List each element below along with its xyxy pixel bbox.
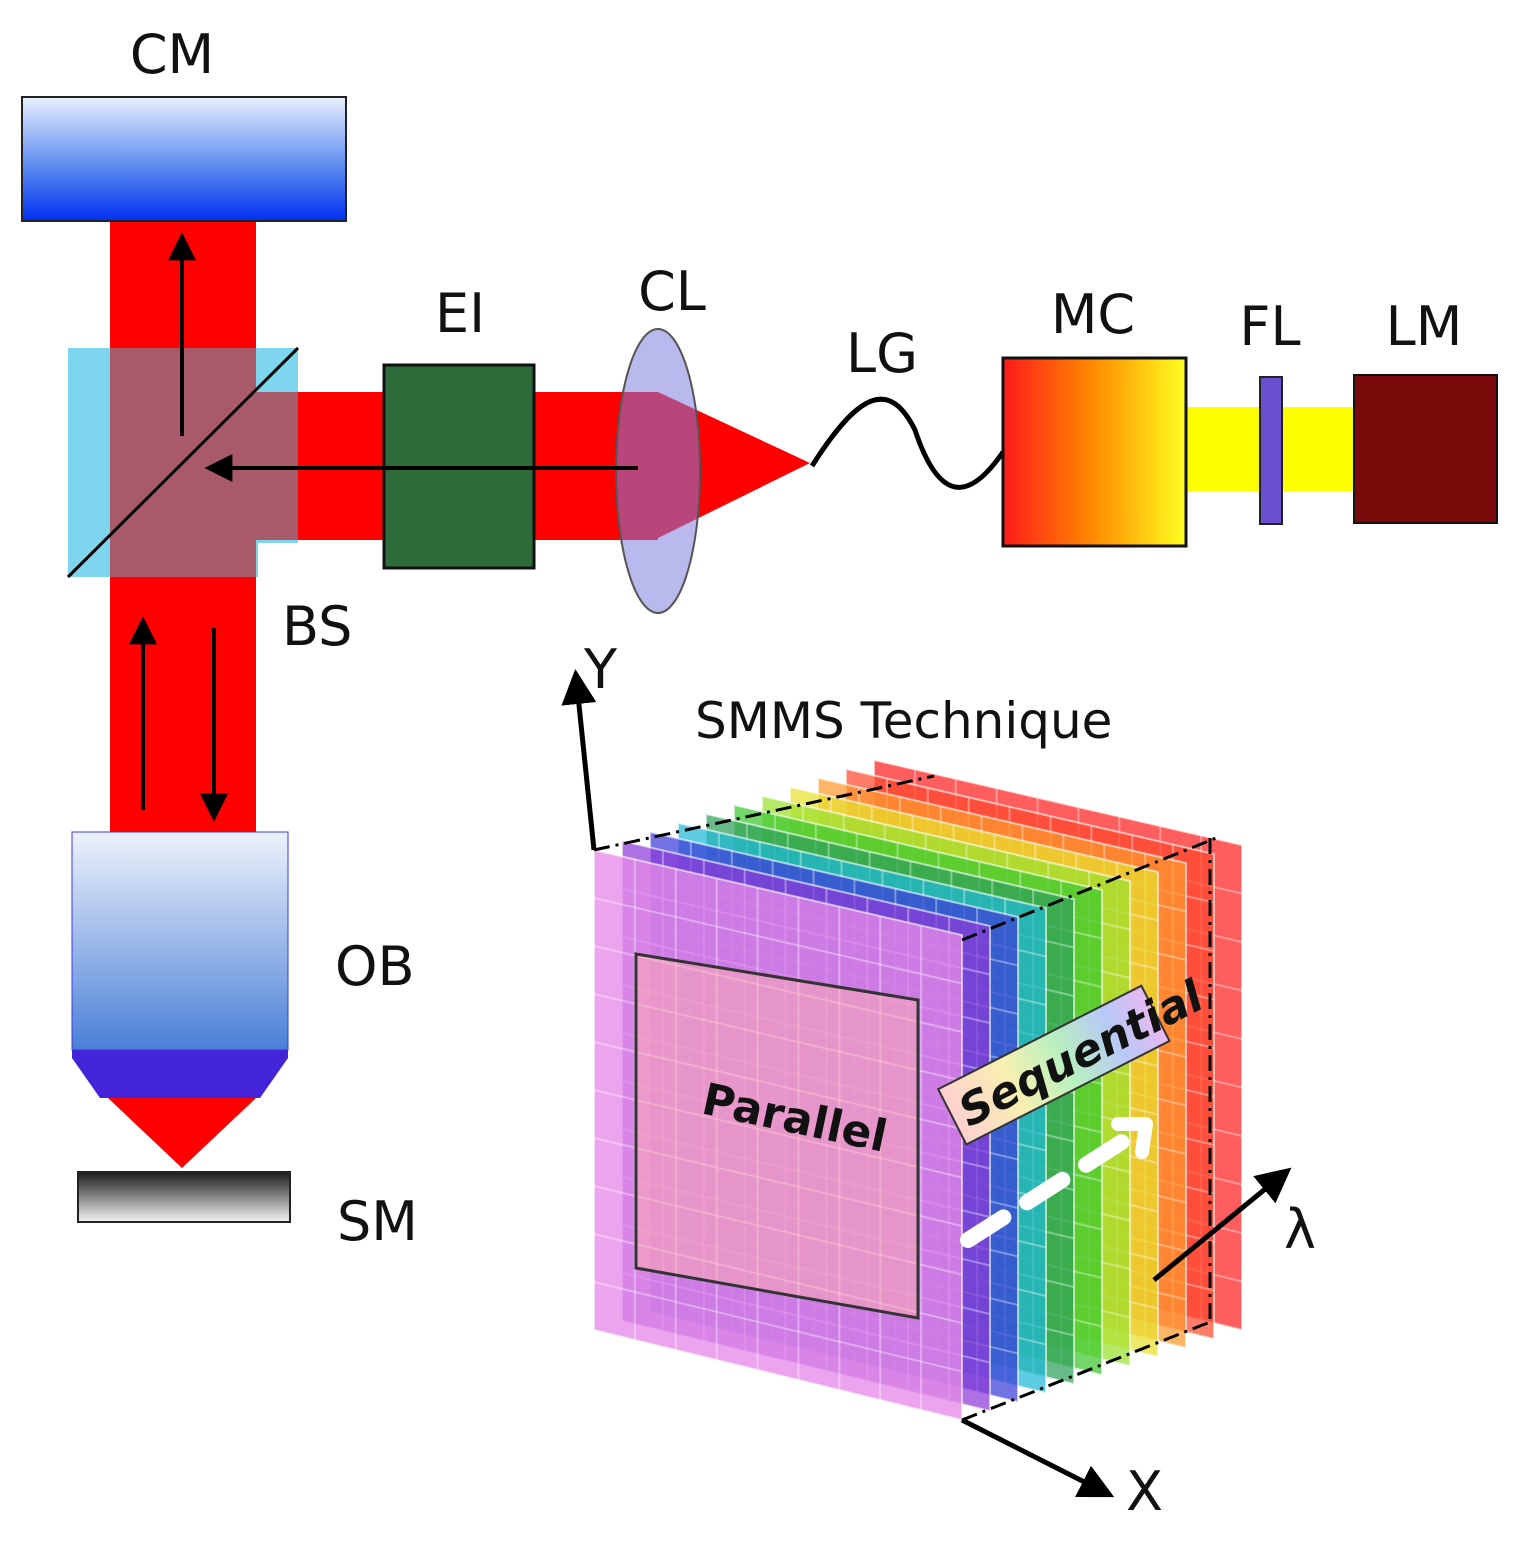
label-cm: CM xyxy=(130,23,214,86)
label-lg: LG xyxy=(846,322,918,385)
label-cl: CL xyxy=(638,260,706,323)
axis-x-arrow xyxy=(960,1417,1115,1498)
axis-lambda-arrow xyxy=(1152,1167,1292,1282)
sequential-dashed-arrow xyxy=(960,1130,1136,1248)
cube-title: SMMS Technique xyxy=(695,692,1112,750)
lamp-lm xyxy=(1353,374,1498,524)
label-mc: MC xyxy=(1051,283,1135,346)
label-bs: BS xyxy=(282,595,352,658)
lens-cl xyxy=(615,328,701,614)
label-ob: OB xyxy=(335,935,415,998)
objective-ob xyxy=(71,831,289,1168)
label-sm: SM xyxy=(337,1190,418,1253)
label-fl: FL xyxy=(1239,295,1300,358)
axis-x-label: X xyxy=(1126,1460,1163,1523)
light-guide-lg xyxy=(809,396,1006,490)
label-lm: LM xyxy=(1386,295,1463,358)
filter-fl xyxy=(1259,376,1283,525)
axis-y-arrow xyxy=(561,669,597,851)
axis-lambda-label: λ xyxy=(1284,1198,1316,1261)
axis-y-label: Y xyxy=(583,638,618,701)
monochromator-mc xyxy=(1001,356,1188,548)
sample-sm xyxy=(77,1171,291,1223)
sequential-arrow-head xyxy=(1111,1117,1153,1159)
mirror-cm xyxy=(21,96,347,222)
beam-vertical-lower xyxy=(110,575,256,833)
parallel-panel xyxy=(634,952,920,1320)
cube-outline xyxy=(593,774,1217,1422)
label-ei: EI xyxy=(435,282,485,345)
